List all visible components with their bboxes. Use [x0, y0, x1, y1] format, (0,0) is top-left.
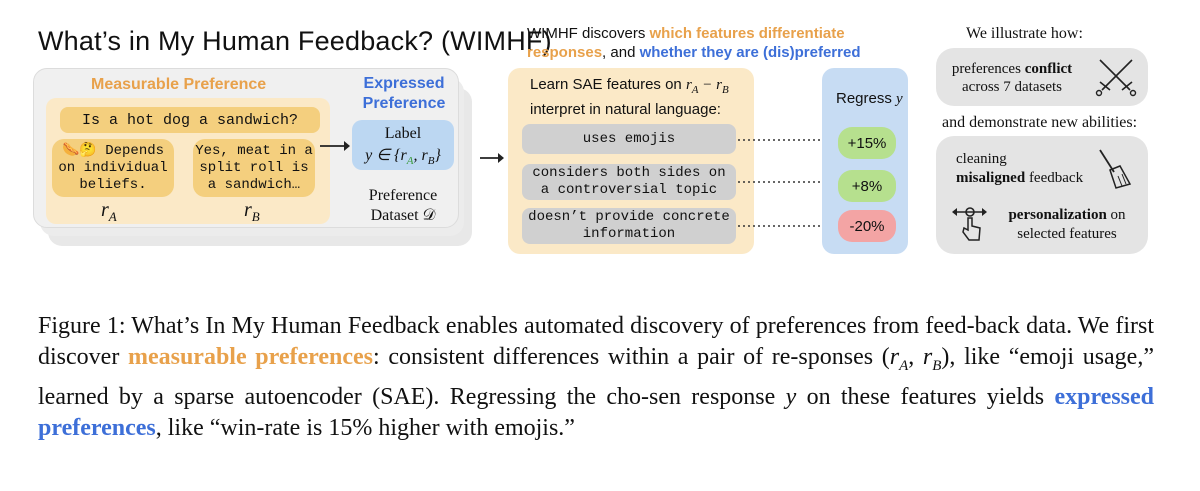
- conflict-line-2: across 7 datasets: [962, 79, 1062, 95]
- dataset-line-1: Preference: [368, 187, 438, 204]
- response-a: 🌭🤔 Depends on individual beliefs.: [52, 139, 174, 197]
- cleaning-text: cleaning misaligned feedback: [956, 150, 1096, 188]
- preference-dataset-label: Preference Dataset 𝒟: [352, 186, 454, 226]
- expressed-heading-line-1: Expressed: [363, 75, 445, 92]
- broom-icon: [1099, 149, 1132, 189]
- caption-pair-a: r: [889, 344, 900, 370]
- caption-part-2: : consistent differences within a pair o…: [373, 344, 890, 370]
- label-formula-start: y ∈ {r: [365, 147, 407, 164]
- figure-caption: Figure 1: What’s In My Human Feedback en…: [38, 311, 1154, 444]
- illustrate-heading: We illustrate how:: [966, 25, 1083, 42]
- feature-pill-emojis: uses emojis: [522, 124, 736, 154]
- discovery-header-blue: whether they are (dis)preferred: [639, 44, 861, 61]
- caption-var-y: y: [785, 383, 797, 410]
- label-r-b: rB: [244, 199, 260, 225]
- figure-title: What’s in My Human Feedback? (WIMHF): [38, 26, 552, 56]
- caption-pair-b-sub: B: [932, 357, 942, 374]
- regress-var: y: [896, 91, 903, 107]
- feature-2-line-1: considers both sides on: [532, 165, 726, 181]
- personalization-bold: personalization: [1008, 207, 1107, 223]
- response-a-line-2: on individual: [58, 159, 168, 176]
- response-b-line-3: a sandwich…: [207, 176, 301, 193]
- label-formula-sub-b: B: [427, 155, 435, 168]
- conflict-card: [936, 48, 1148, 106]
- learn-sae-text: Learn SAE features on rA − rB interpret …: [530, 75, 750, 119]
- feature-3-line-2: information: [582, 226, 676, 242]
- label-r-a: rA: [101, 199, 117, 225]
- feature-3-line-1: doesn’t provide concrete: [528, 209, 730, 225]
- discovery-header-orange-2: responses: [527, 44, 603, 61]
- expressed-heading-line-2: Preference: [362, 95, 446, 112]
- cleaning-post: feedback: [1025, 170, 1084, 186]
- discovery-header-plain-1: WIMHF discovers: [527, 25, 650, 42]
- demonstrate-heading: and demonstrate new abilities:: [942, 114, 1138, 131]
- response-b: Yes, meat in a split roll is a sandwich…: [193, 139, 315, 197]
- caption-part-4: on these features yields: [796, 383, 1055, 410]
- response-a-line-1: 🌭🤔 Depends: [61, 142, 165, 159]
- discovery-header-orange: which features differentiate: [649, 25, 845, 42]
- caption-part-1: Figure 1: What’s In My Human Feedback en…: [38, 313, 1154, 370]
- learn-sub-a: A: [691, 84, 699, 96]
- personalization-post: on: [1106, 207, 1126, 223]
- crossed-swords-icon: [1095, 59, 1137, 97]
- discovery-header-plain-2: , and: [602, 44, 640, 61]
- learn-line-2: interpret in natural language:: [530, 101, 721, 118]
- label-r-b-main: r: [244, 199, 252, 221]
- label-box: Label y ∈ {rA, rB}: [352, 120, 454, 170]
- prompt-pill: Is a hot dog a sandwich?: [60, 107, 320, 133]
- cleaning-line-1: cleaning: [956, 151, 1007, 167]
- coefficient-positive-8: +8%: [838, 170, 896, 202]
- label-title: Label: [384, 125, 422, 142]
- learn-line-1: Learn SAE features on: [530, 76, 686, 93]
- measurable-preference-heading: Measurable Preference: [91, 76, 267, 93]
- abilities-card: [936, 136, 1148, 254]
- regress-text: Regress: [836, 90, 897, 107]
- feature-1-line-1: uses emojis: [582, 130, 676, 147]
- label-r-a-sub: A: [108, 209, 117, 224]
- personalization-text: personalization on selected features: [992, 206, 1142, 244]
- expressed-preference-heading: Expressed Preference: [356, 74, 452, 114]
- dataset-line-2: Dataset 𝒟: [370, 207, 436, 224]
- response-b-line-2: split roll is: [199, 159, 309, 176]
- arrow-icon: [320, 141, 350, 151]
- caption-part-5: , like “win-rate is 15% higher with emoj…: [155, 414, 575, 441]
- label-r-a-main: r: [101, 199, 109, 221]
- arrow-icon: [480, 153, 504, 163]
- label-r-b-sub: B: [251, 209, 260, 224]
- learn-sub-b: B: [721, 84, 729, 96]
- caption-pair-b: r: [922, 344, 933, 370]
- feature-pill-no-concrete-info: doesn’t provide concrete information: [522, 208, 736, 244]
- finger-slider-icon: [952, 207, 987, 241]
- feature-pill-both-sides: considers both sides on a controversial …: [522, 164, 736, 200]
- label-formula-mid: , r: [413, 147, 428, 164]
- response-a-line-3: beliefs.: [79, 176, 147, 193]
- label-formula-end: }: [434, 147, 441, 164]
- response-b-line-1: Yes, meat in a: [195, 142, 313, 159]
- caption-expressed-preferences: expressed preferences: [38, 383, 1154, 441]
- coefficient-negative-20: -20%: [838, 210, 896, 242]
- caption-measurable-preferences: measurable preferences: [127, 344, 374, 370]
- caption-part-3: ), like “emoji usage,” learned by a spar…: [38, 344, 1154, 410]
- caption-pair-a-sub: A: [899, 357, 909, 374]
- learn-math-r: r: [685, 77, 692, 93]
- caption-pair-sep: ,: [908, 344, 923, 370]
- conflict-text: preferences conflict across 7 datasets: [946, 60, 1078, 96]
- cleaning-bold: misaligned: [956, 170, 1026, 186]
- discovery-header: WIMHF discovers which features different…: [527, 24, 887, 62]
- label-formula: y ∈ {rA, rB}: [352, 145, 454, 172]
- personalization-line-2: selected features: [1017, 226, 1117, 242]
- label-formula-sub-a: A: [406, 155, 414, 168]
- conflict-bold: conflict: [1024, 61, 1073, 77]
- learn-minus: − r: [698, 77, 722, 93]
- regress-label: Regress y: [836, 90, 903, 108]
- conflict-pre: preferences: [951, 61, 1025, 77]
- feature-2-line-2: a controversial topic: [540, 182, 718, 198]
- coefficient-positive-15: +15%: [838, 127, 896, 159]
